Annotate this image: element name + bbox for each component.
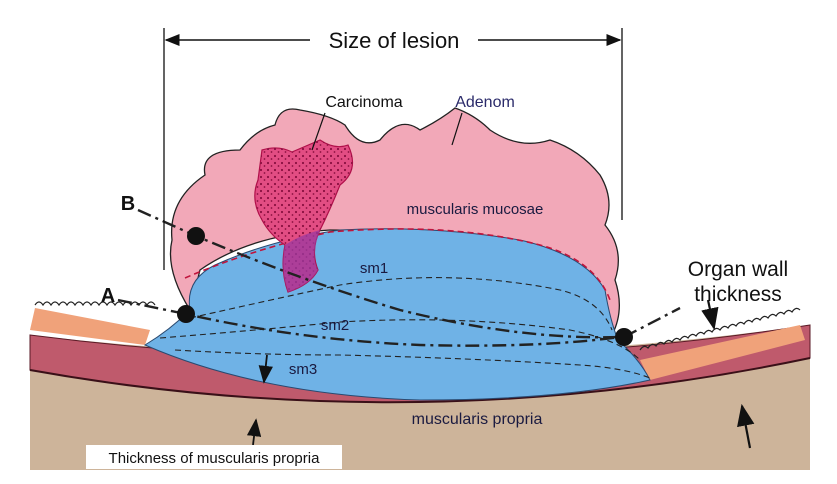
point-b-label: B [121, 193, 135, 215]
point-right-marker [615, 328, 633, 346]
sm3-label: sm3 [289, 361, 317, 378]
carcinoma-label: Carcinoma [325, 94, 402, 111]
point-a-marker [177, 305, 195, 323]
muscularis-propria-label: muscularis propria [412, 411, 543, 428]
organ-wall-label-line2: thickness [694, 283, 782, 306]
sm2-label: sm2 [321, 317, 349, 334]
adenoma-label: Adenom [455, 94, 515, 111]
organ-wall-label-line1: Organ wall [688, 258, 788, 281]
thickness-of-muscularis-propria-label: Thickness of muscularis propria [109, 450, 321, 467]
point-b-marker [187, 227, 205, 245]
muscularis-mucosae-label: muscularis mucosae [407, 201, 544, 218]
size-of-lesion-label: Size of lesion [329, 28, 460, 53]
sm1-label: sm1 [360, 260, 388, 277]
point-a-label: A [101, 285, 115, 307]
